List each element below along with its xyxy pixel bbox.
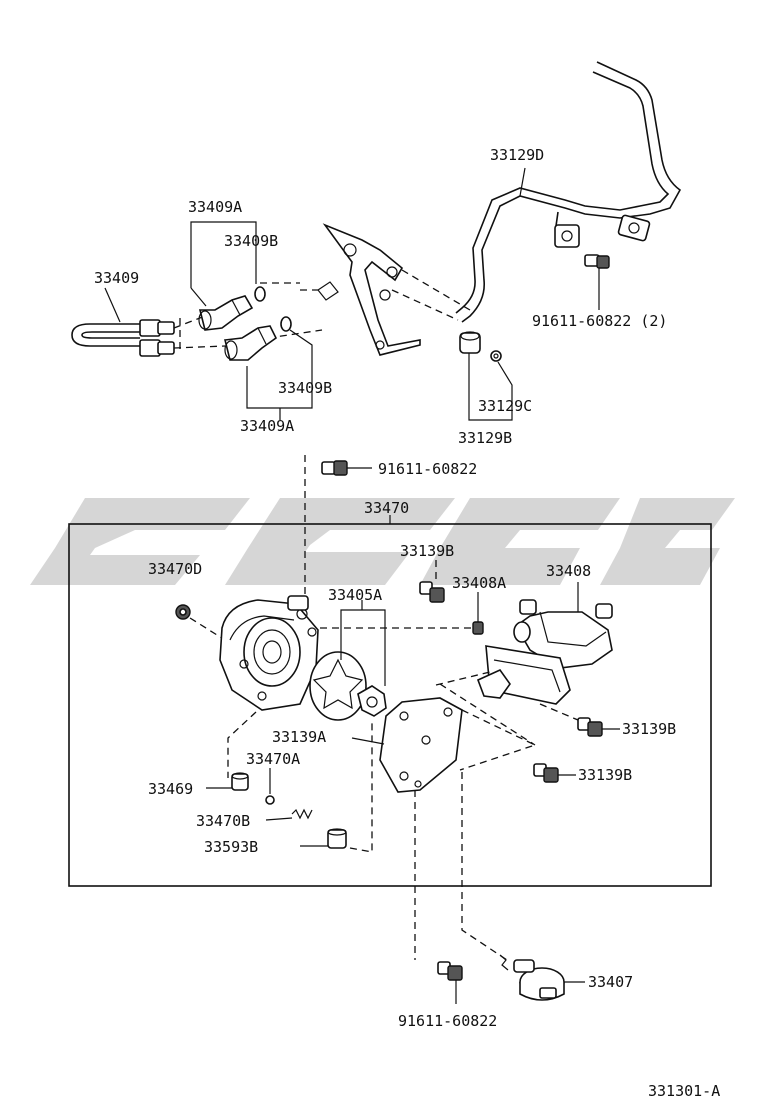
label-33409A-bottom: 33409A bbox=[240, 417, 294, 435]
gasket-33409B-upper bbox=[254, 286, 266, 302]
elbow-33409A-lower bbox=[224, 325, 278, 361]
spring-33470B bbox=[265, 808, 313, 821]
label-33409A-top: 33409A bbox=[188, 198, 242, 216]
dash-33470D bbox=[189, 617, 226, 641]
fitting-33129B bbox=[459, 331, 481, 354]
dash-valve-bolt bbox=[539, 703, 579, 721]
label-33408A: 33408A bbox=[452, 574, 506, 592]
leader-33409A-top bbox=[190, 287, 207, 307]
label-33129C: 33129C bbox=[478, 397, 532, 415]
label-33139B-right-1: 33139B bbox=[622, 720, 676, 738]
label-91611-60822-2: 91611-60822 (2) bbox=[532, 312, 667, 330]
dash-valve-left bbox=[435, 671, 491, 686]
label-33469: 33469 bbox=[148, 780, 193, 798]
bolt-91611-60822-2 bbox=[584, 254, 610, 310]
label-33470: 33470 bbox=[364, 499, 409, 517]
bracket-33409A-bottom bbox=[246, 329, 313, 409]
bracket-33409A-top bbox=[190, 221, 257, 288]
hose-33409 bbox=[71, 287, 175, 357]
label-33407: 33407 bbox=[588, 973, 633, 991]
bolt-33139B-right-1 bbox=[577, 717, 620, 737]
washer-33129C bbox=[490, 350, 502, 362]
dash-plug-33593B bbox=[349, 720, 373, 853]
leader-33139A bbox=[351, 737, 385, 745]
cover-plate-33139A bbox=[379, 697, 463, 793]
label-91611-60822-top: 91611-60822 bbox=[378, 460, 477, 478]
bolt-91611-60822-bottom bbox=[437, 961, 463, 1004]
pump-housing bbox=[219, 595, 319, 711]
leader-33129D bbox=[519, 167, 526, 197]
label-33405A: 33405A bbox=[328, 586, 382, 604]
bracket-33129B bbox=[468, 353, 513, 421]
ball-33470A bbox=[265, 795, 275, 805]
label-33409B-top: 33409B bbox=[224, 232, 278, 250]
dash-plate-sensor bbox=[461, 772, 511, 963]
dash-housing-lower bbox=[227, 711, 257, 778]
label-33470D: 33470D bbox=[148, 560, 202, 578]
valve-body-33408 bbox=[476, 599, 613, 705]
vane-33405A bbox=[357, 685, 387, 717]
bolt-91611-60822-top bbox=[321, 460, 372, 476]
label-33408: 33408 bbox=[546, 562, 591, 580]
label-33470A: 33470A bbox=[246, 750, 300, 768]
gasket-33409B-lower bbox=[280, 316, 292, 332]
elbow-33409A-upper bbox=[198, 295, 254, 331]
label-33139B-top: 33139B bbox=[400, 542, 454, 560]
nut-33470D bbox=[175, 604, 191, 620]
dash-plate-right bbox=[439, 683, 536, 746]
dash-33409-upper bbox=[173, 315, 206, 329]
label-91611-60822-bottom: 91611-60822 bbox=[398, 1012, 497, 1030]
watermark-logo bbox=[30, 498, 735, 585]
label-33139A: 33139A bbox=[272, 728, 326, 746]
part-labels: 33129D 33409A 33409B 33409 91611-60822 (… bbox=[94, 146, 720, 1100]
label-33139B-right-2: 33139B bbox=[578, 766, 632, 784]
plug-33469 bbox=[206, 772, 249, 791]
part-33408A bbox=[472, 621, 484, 635]
sensor-33407 bbox=[499, 954, 585, 1001]
dash-33409-lower bbox=[173, 345, 226, 349]
label-33593B: 33593B bbox=[204, 838, 258, 856]
label-33129B: 33129B bbox=[458, 429, 512, 447]
bolt-33139B-top bbox=[419, 581, 445, 603]
dash-plate-triangle bbox=[459, 709, 537, 771]
plug-33593B bbox=[300, 828, 347, 849]
rotor-33405A bbox=[309, 651, 367, 721]
label-33409B-bottom: 33409B bbox=[278, 379, 332, 397]
diagram-code: 331301-A bbox=[648, 1082, 720, 1100]
label-33409: 33409 bbox=[94, 269, 139, 287]
bolt-33139B-right-2 bbox=[533, 763, 576, 783]
label-33129D: 33129D bbox=[490, 146, 544, 164]
mounting-bracket bbox=[260, 223, 471, 356]
bracket-33405A bbox=[340, 609, 386, 686]
tube-33129D bbox=[455, 61, 682, 323]
label-33470B: 33470B bbox=[196, 812, 250, 830]
